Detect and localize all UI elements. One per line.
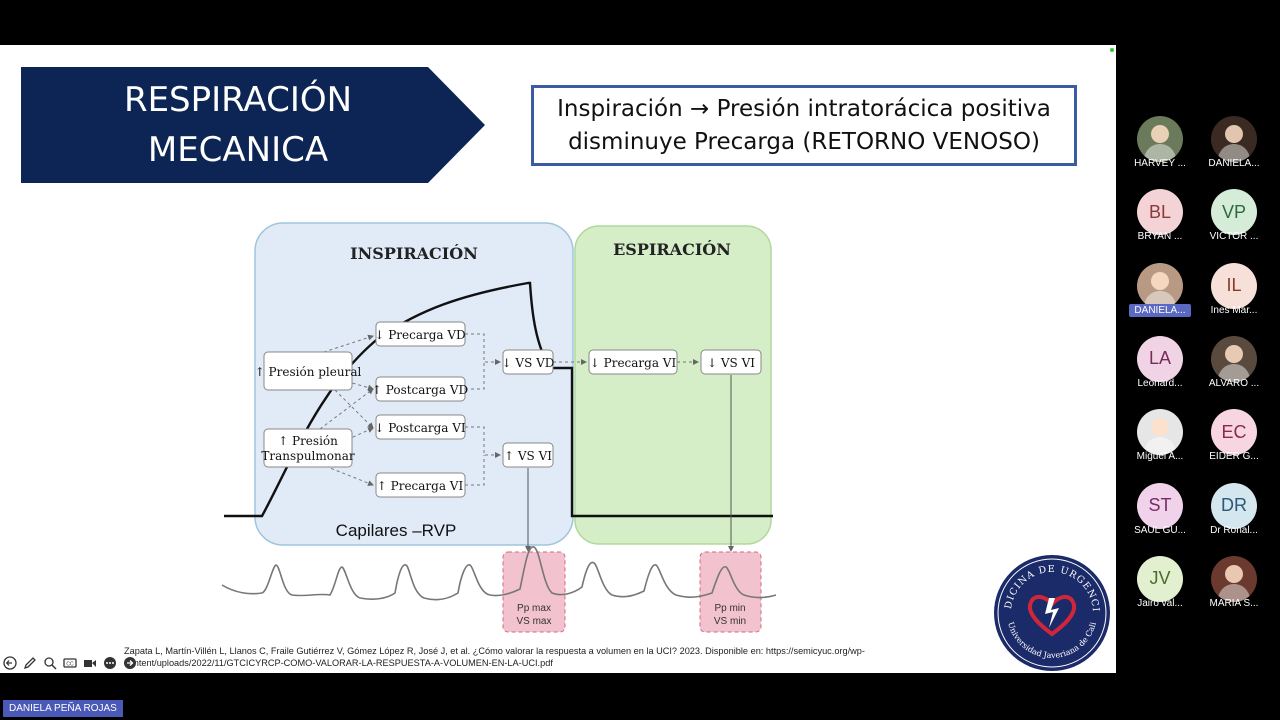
citation-line2: content/uploads/2022/11/GTCICYRCP-COMO-V… <box>124 657 553 668</box>
node-pleural-pressure <box>263 351 353 391</box>
participant-name: Miguel A... <box>1136 451 1184 463</box>
node-transpulmonary-text1: ↑ Presión <box>278 434 338 448</box>
node-vs-vi-down <box>700 349 762 375</box>
participant-initials-avatar: DR <box>1211 482 1257 529</box>
pp-min-box <box>699 551 762 633</box>
participant-tile[interactable]: ALVARO ... <box>1198 335 1270 404</box>
medicina-urgencias-logo: MEDICINA DE URGENCIAS Universidad Javeri… <box>993 554 1110 671</box>
expiration-panel <box>574 225 772 545</box>
vs-min-label: VS min <box>714 616 746 627</box>
participant-name: DANIELA... <box>1129 303 1191 317</box>
participant-tile[interactable]: Miguel A... <box>1124 409 1196 477</box>
participant-name: HARVEY ... <box>1134 158 1186 169</box>
slide-title: RESPIRACIÓN MECANICA <box>21 75 455 175</box>
participant-name: DANIELA... <box>1208 158 1260 169</box>
participant-photo <box>1211 116 1257 162</box>
slide-title-line1: RESPIRACIÓN <box>123 80 353 120</box>
participant-name: Ines Mar... <box>1210 304 1258 316</box>
participant-initials-avatar: BL <box>1137 189 1183 236</box>
node-postcarga-vd-text: ↑ Postcarga VD <box>372 383 468 397</box>
node-precarga-vd <box>375 321 466 347</box>
participant-name: Leonard... <box>1137 377 1183 389</box>
active-speaker-label: DANIELA PEÑA ROJAS <box>3 700 123 717</box>
vs-max-label: VS max <box>516 616 551 627</box>
node-precarga-vi-down <box>588 349 678 375</box>
node-precarga-vd-text: ↓ Precarga VD <box>374 328 465 342</box>
svg-text:CC: CC <box>66 662 74 668</box>
video-icon[interactable] <box>82 655 98 671</box>
participant-initials-avatar: EC <box>1211 409 1257 456</box>
participant-initials-avatar: VP <box>1211 189 1257 236</box>
participant-name: EIDER G... <box>1209 451 1259 463</box>
participant-name: SAUL GU... <box>1134 524 1186 536</box>
node-postcarga-vi <box>375 414 466 440</box>
node-transpulmonary-text2: Transpulmonar <box>261 449 355 463</box>
captions-icon[interactable]: CC <box>62 655 78 671</box>
participant-name: BRYAN ... <box>1137 231 1183 243</box>
more-icon[interactable] <box>102 655 118 671</box>
arterial-pressure-waveform <box>221 546 777 601</box>
presenter-toolbar: CC <box>2 655 138 671</box>
pen-icon[interactable] <box>22 655 38 671</box>
participant-tile[interactable]: DANIELA... <box>1124 262 1196 331</box>
node-transpulmonary <box>263 428 353 468</box>
node-vs-vi-down-text: ↓ VS VI <box>707 356 755 370</box>
participant-photo <box>1137 116 1183 162</box>
participant-initials-avatar: JV <box>1137 555 1183 602</box>
inspiration-label: INSPIRACIÓN <box>350 243 478 263</box>
capillaries-label: Capilares –RVP <box>336 521 457 540</box>
node-precarga-vi-up-text: ↑ Precarga VI <box>377 479 464 493</box>
forward-icon[interactable] <box>122 655 138 671</box>
node-postcarga-vd <box>375 376 466 402</box>
participant-initials-avatar: IL <box>1211 262 1257 309</box>
participant-name: Dr Ronal... <box>1210 524 1258 536</box>
pp-max-label: Pp max <box>517 603 551 614</box>
participant-photo <box>1211 555 1257 602</box>
participant-tile[interactable]: MARIA S... <box>1198 555 1270 624</box>
participant-photo <box>1211 335 1257 382</box>
node-vs-vi-up-text: ↑ VS VI <box>504 449 552 463</box>
inspiration-summary-box: Inspiración → Presión intratorácica posi… <box>531 85 1077 166</box>
participant-initials-avatar: LA <box>1137 335 1183 382</box>
back-icon[interactable] <box>2 655 18 671</box>
node-vs-vi-up <box>502 442 554 468</box>
pp-max-box <box>502 551 566 633</box>
title-arrow-shape <box>21 67 485 183</box>
participant-name: ALVARO ... <box>1208 377 1260 389</box>
expiration-label: ESPIRACIÓN <box>613 239 731 259</box>
node-vs-vd-text: ↓ VS VD <box>502 356 555 370</box>
summary-line1: Inspiración → Presión intratorácica posi… <box>557 95 1051 122</box>
participant-tile[interactable]: DANIELA... <box>1198 116 1270 184</box>
zoom-icon[interactable] <box>42 655 58 671</box>
physiology-diagram: INSPIRACIÓN ESPIRACIÓN Capilares –RVP <box>221 222 777 633</box>
node-precarga-vi-up <box>375 472 466 498</box>
participant-name: Jairo val... <box>1137 597 1183 609</box>
summary-line2: disminuye Precarga (RETORNO VENOSO) <box>568 128 1040 155</box>
slide-title-line2: MECANICA <box>147 130 329 170</box>
citation-line1: Zapata L, Martín-Villén L, Llanos C, Fra… <box>124 646 865 656</box>
node-pleural-text: ↑ Presión pleural <box>255 365 362 379</box>
node-postcarga-vi-text: ↓ Postcarga VI <box>374 421 466 435</box>
participant-name: MARIA S... <box>1209 597 1259 609</box>
participant-photo <box>1137 262 1183 309</box>
citation: Zapata L, Martín-Villén L, Llanos C, Fra… <box>124 646 894 669</box>
participant-photo <box>1137 409 1183 456</box>
participant-tile[interactable]: HARVEY ... <box>1124 116 1196 184</box>
participant-name: VICTOR ... <box>1209 231 1259 243</box>
participant-initials-avatar: ST <box>1137 482 1183 529</box>
node-vs-vd <box>502 349 554 375</box>
status-dot <box>1110 48 1114 52</box>
node-precarga-vi-down-text: ↓ Precarga VI <box>590 356 677 370</box>
pp-min-label: Pp min <box>714 603 745 614</box>
presentation-slide: RESPIRACIÓN MECANICA Inspiración → Presi… <box>0 45 1116 673</box>
